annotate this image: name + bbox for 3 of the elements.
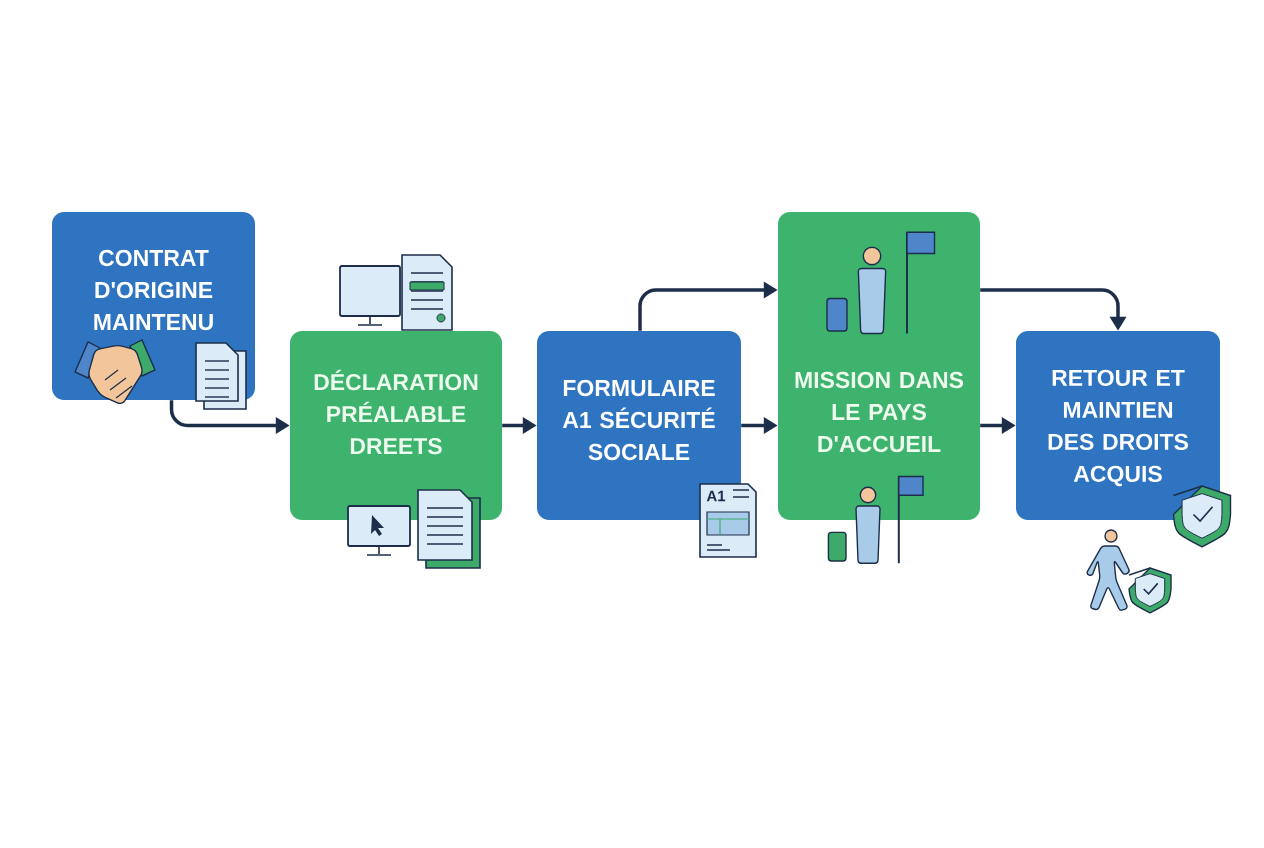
process-box: RETOUR ET MAINTIEN DES DROITS ACQUIS	[1016, 331, 1220, 520]
process-box: MISSION DANS LE PAYS D'ACCUEIL	[778, 212, 980, 520]
process-box: DÉCLARATION PRÉALABLE DREETS	[290, 331, 502, 520]
